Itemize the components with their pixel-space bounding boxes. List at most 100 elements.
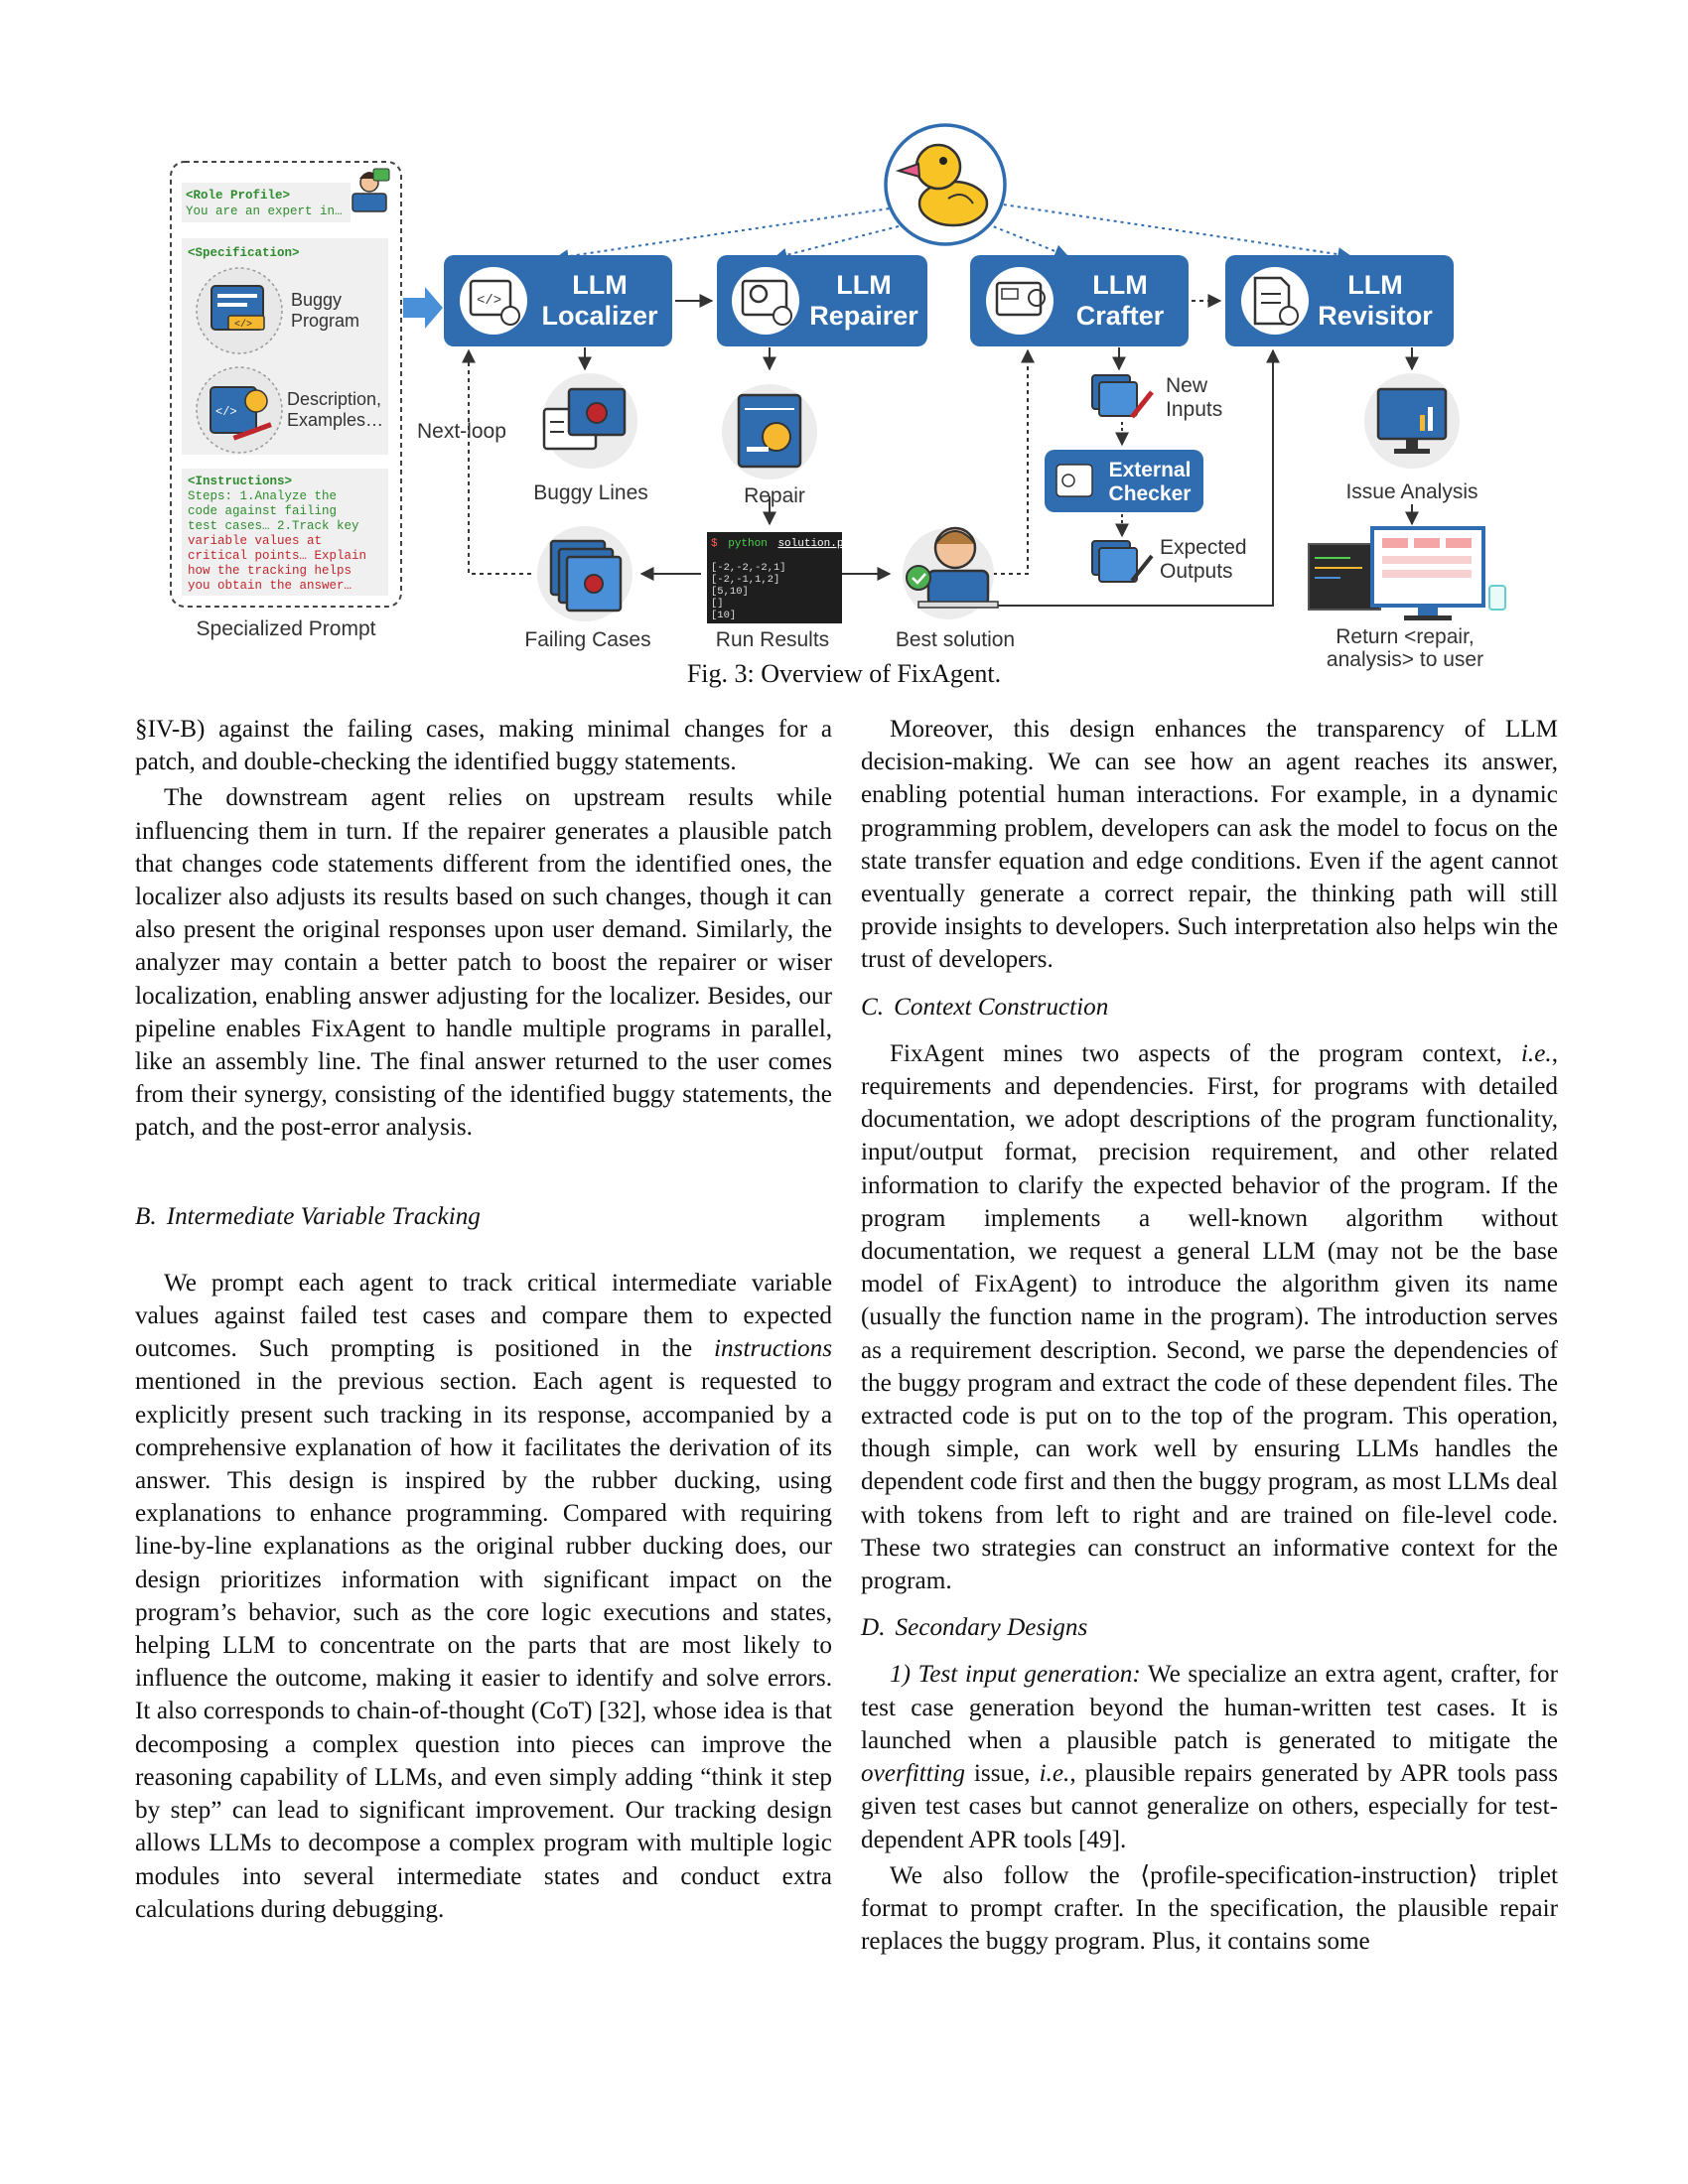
right-p3-heading: 1) Test input generation: (890, 1661, 1141, 1689)
instr-line-5: critical points… Explain (188, 549, 366, 563)
expert-person-icon (352, 168, 390, 212)
expected-outputs-icon (1091, 540, 1154, 583)
fixagent-overview-figure: <Role Profile> You are an expert in… <Sp… (170, 123, 1506, 671)
repair-icon (722, 384, 817, 479)
instructions-tag: <Instructions> (188, 475, 292, 488)
svg-text:</>: </> (234, 319, 252, 331)
svg-text:</>: </> (215, 405, 237, 419)
external-checker-line1: External (1109, 459, 1192, 481)
description-icon: </> (196, 366, 283, 454)
description-label-1: Description, (287, 389, 381, 409)
issue-analysis-icon (1364, 373, 1460, 469)
section-c-number: C. (861, 993, 885, 1021)
external-checker-box: External Checker (1045, 450, 1203, 512)
buggy-lines-label: Buggy Lines (533, 481, 648, 504)
buggy-program-icon: </> (196, 267, 283, 354)
right-p2-emphasis: i.e. (1520, 1039, 1552, 1067)
prompt-to-localizer-arrow (403, 287, 443, 329)
new-inputs-label-2: Inputs (1166, 398, 1222, 421)
agent-repairer: LLM Repairer (717, 255, 927, 346)
specialized-prompt-panel: <Role Profile> You are an expert in… <Sp… (170, 161, 402, 640)
instr-line-7: you obtain the answer… (188, 579, 352, 593)
figure-caption: Fig. 3: Overview of FixAgent. (686, 659, 1002, 688)
left-paragraph-1: §IV-B) against the failing cases, making… (135, 716, 832, 776)
duck-connections (554, 204, 1352, 264)
agent-revisitor-line1: LLM (1347, 270, 1402, 300)
right-p2-text-b: , requirements and dependencies. First, … (861, 1039, 1558, 1595)
agent-crafter: LLM Crafter (970, 255, 1189, 346)
run-results-label: Run Results (716, 628, 829, 651)
run-terminal: $ python solution.py [-2,-2,-2,1] [-2,-1… (707, 532, 850, 623)
expected-outputs-label-1: Expected (1160, 536, 1247, 559)
left-paragraph-3: We prompt each agent to track critical i… (135, 1267, 832, 1926)
agent-repairer-line2: Repairer (809, 301, 918, 331)
right-p3-emphasis-2: i.e. (1039, 1760, 1070, 1788)
right-p3-text-c: , plausible repairs generated by APR too… (861, 1760, 1559, 1853)
left-column: §IV-B) against the failing cases, making… (135, 713, 832, 1926)
return-label-2: analysis> to user (1327, 648, 1483, 671)
terminal-line-2: [-2,-1,1,2] (711, 574, 779, 586)
return-label-1: Return <repair, (1336, 625, 1475, 648)
description-label-2: Examples… (287, 410, 383, 430)
right-paragraph-1: Moreover, this design enhances the trans… (861, 716, 1558, 974)
terminal-line-5: [10] (711, 610, 736, 621)
role-profile-text: You are an expert in… (186, 205, 343, 218)
section-c-heading: C. Context Construction (861, 991, 1558, 1024)
instr-line-1: Steps: 1.Analyze the (188, 489, 337, 503)
agent-localizer-line1: LLM (572, 270, 627, 300)
left-paragraph-2: The downstream agent relies on upstream … (135, 784, 832, 1142)
specification-tag: <Specification> (188, 246, 300, 260)
left-p3-emphasis: instructions (714, 1335, 832, 1363)
new-inputs-label-1: New (1166, 374, 1208, 397)
agent-revisitor-line2: Revisitor (1318, 301, 1433, 331)
failing-cases-label: Failing Cases (524, 628, 650, 651)
agent-localizer: </> LLM Localizer (444, 255, 672, 346)
failing-cases-icon (537, 526, 633, 621)
right-p3-emphasis-1: overfitting (861, 1760, 965, 1788)
terminal-file: solution.py (777, 538, 850, 550)
left-p3-text-a: We prompt each agent to track critical i… (135, 1269, 832, 1363)
specialized-prompt-label: Specialized Prompt (197, 617, 376, 640)
repair-label: Repair (744, 484, 805, 507)
section-c-title: Context Construction (894, 993, 1109, 1021)
agent-crafter-line2: Crafter (1076, 301, 1165, 331)
expected-outputs-label-2: Outputs (1160, 560, 1233, 583)
instr-line-4: variable values at (188, 534, 322, 548)
agent-crafter-line1: LLM (1092, 270, 1147, 300)
section-b-title: Intermediate Variable Tracking (166, 1202, 481, 1230)
terminal-line-4: [] (711, 598, 724, 610)
right-paragraph-4: We also follow the ⟨profile-specificatio… (861, 1861, 1558, 1956)
section-b-number: B. (135, 1202, 157, 1230)
right-paragraph-3: 1) Test input generation: We specialize … (861, 1658, 1558, 1855)
section-d-title: Secondary Designs (895, 1614, 1088, 1642)
rubber-duck-icon (884, 123, 1007, 246)
svg-text:$ python solution.: $ python solution.py (711, 538, 850, 550)
best-solution-person-icon (903, 526, 999, 619)
external-checker-line2: Checker (1109, 482, 1192, 505)
right-paragraph-2: FixAgent mines two aspects of the progra… (861, 1037, 1558, 1597)
svg-text:</>: </> (477, 293, 501, 309)
instr-line-3: test cases… 2.Track key (188, 519, 359, 533)
section-d-number: D. (861, 1614, 886, 1642)
new-inputs-icon (1091, 374, 1154, 419)
left-p3-text-b: mentioned in the previous section. Each … (135, 1368, 832, 1923)
next-loop-label: Next-loop (417, 420, 506, 443)
right-p3-text-a: We specialize an extra agent, crafter, f… (861, 1661, 1559, 1754)
instr-line-6: how the tracking helps (188, 564, 352, 578)
best-solution-label: Best solution (896, 628, 1015, 651)
terminal-prompt: $ (711, 538, 718, 550)
terminal-line-1: [-2,-2,-2,1] (711, 562, 786, 574)
agent-localizer-line2: Localizer (541, 301, 658, 331)
agent-repairer-line1: LLM (836, 270, 891, 300)
final-screens-icon (1308, 526, 1506, 620)
agent-flow-arrows (462, 294, 1419, 607)
buggy-program-label-1: Buggy (291, 290, 342, 310)
buggy-program-label-2: Program (291, 311, 359, 331)
buggy-lines-icon (542, 373, 637, 469)
right-column: Moreover, this design enhances the trans… (861, 713, 1558, 1958)
agent-revisitor: LLM Revisitor (1225, 255, 1454, 346)
terminal-line-3: [5,10] (711, 586, 749, 598)
section-d-heading: D. Secondary Designs (861, 1611, 1558, 1644)
issue-analysis-label: Issue Analysis (1345, 480, 1477, 503)
role-profile-tag: <Role Profile> (186, 189, 290, 203)
